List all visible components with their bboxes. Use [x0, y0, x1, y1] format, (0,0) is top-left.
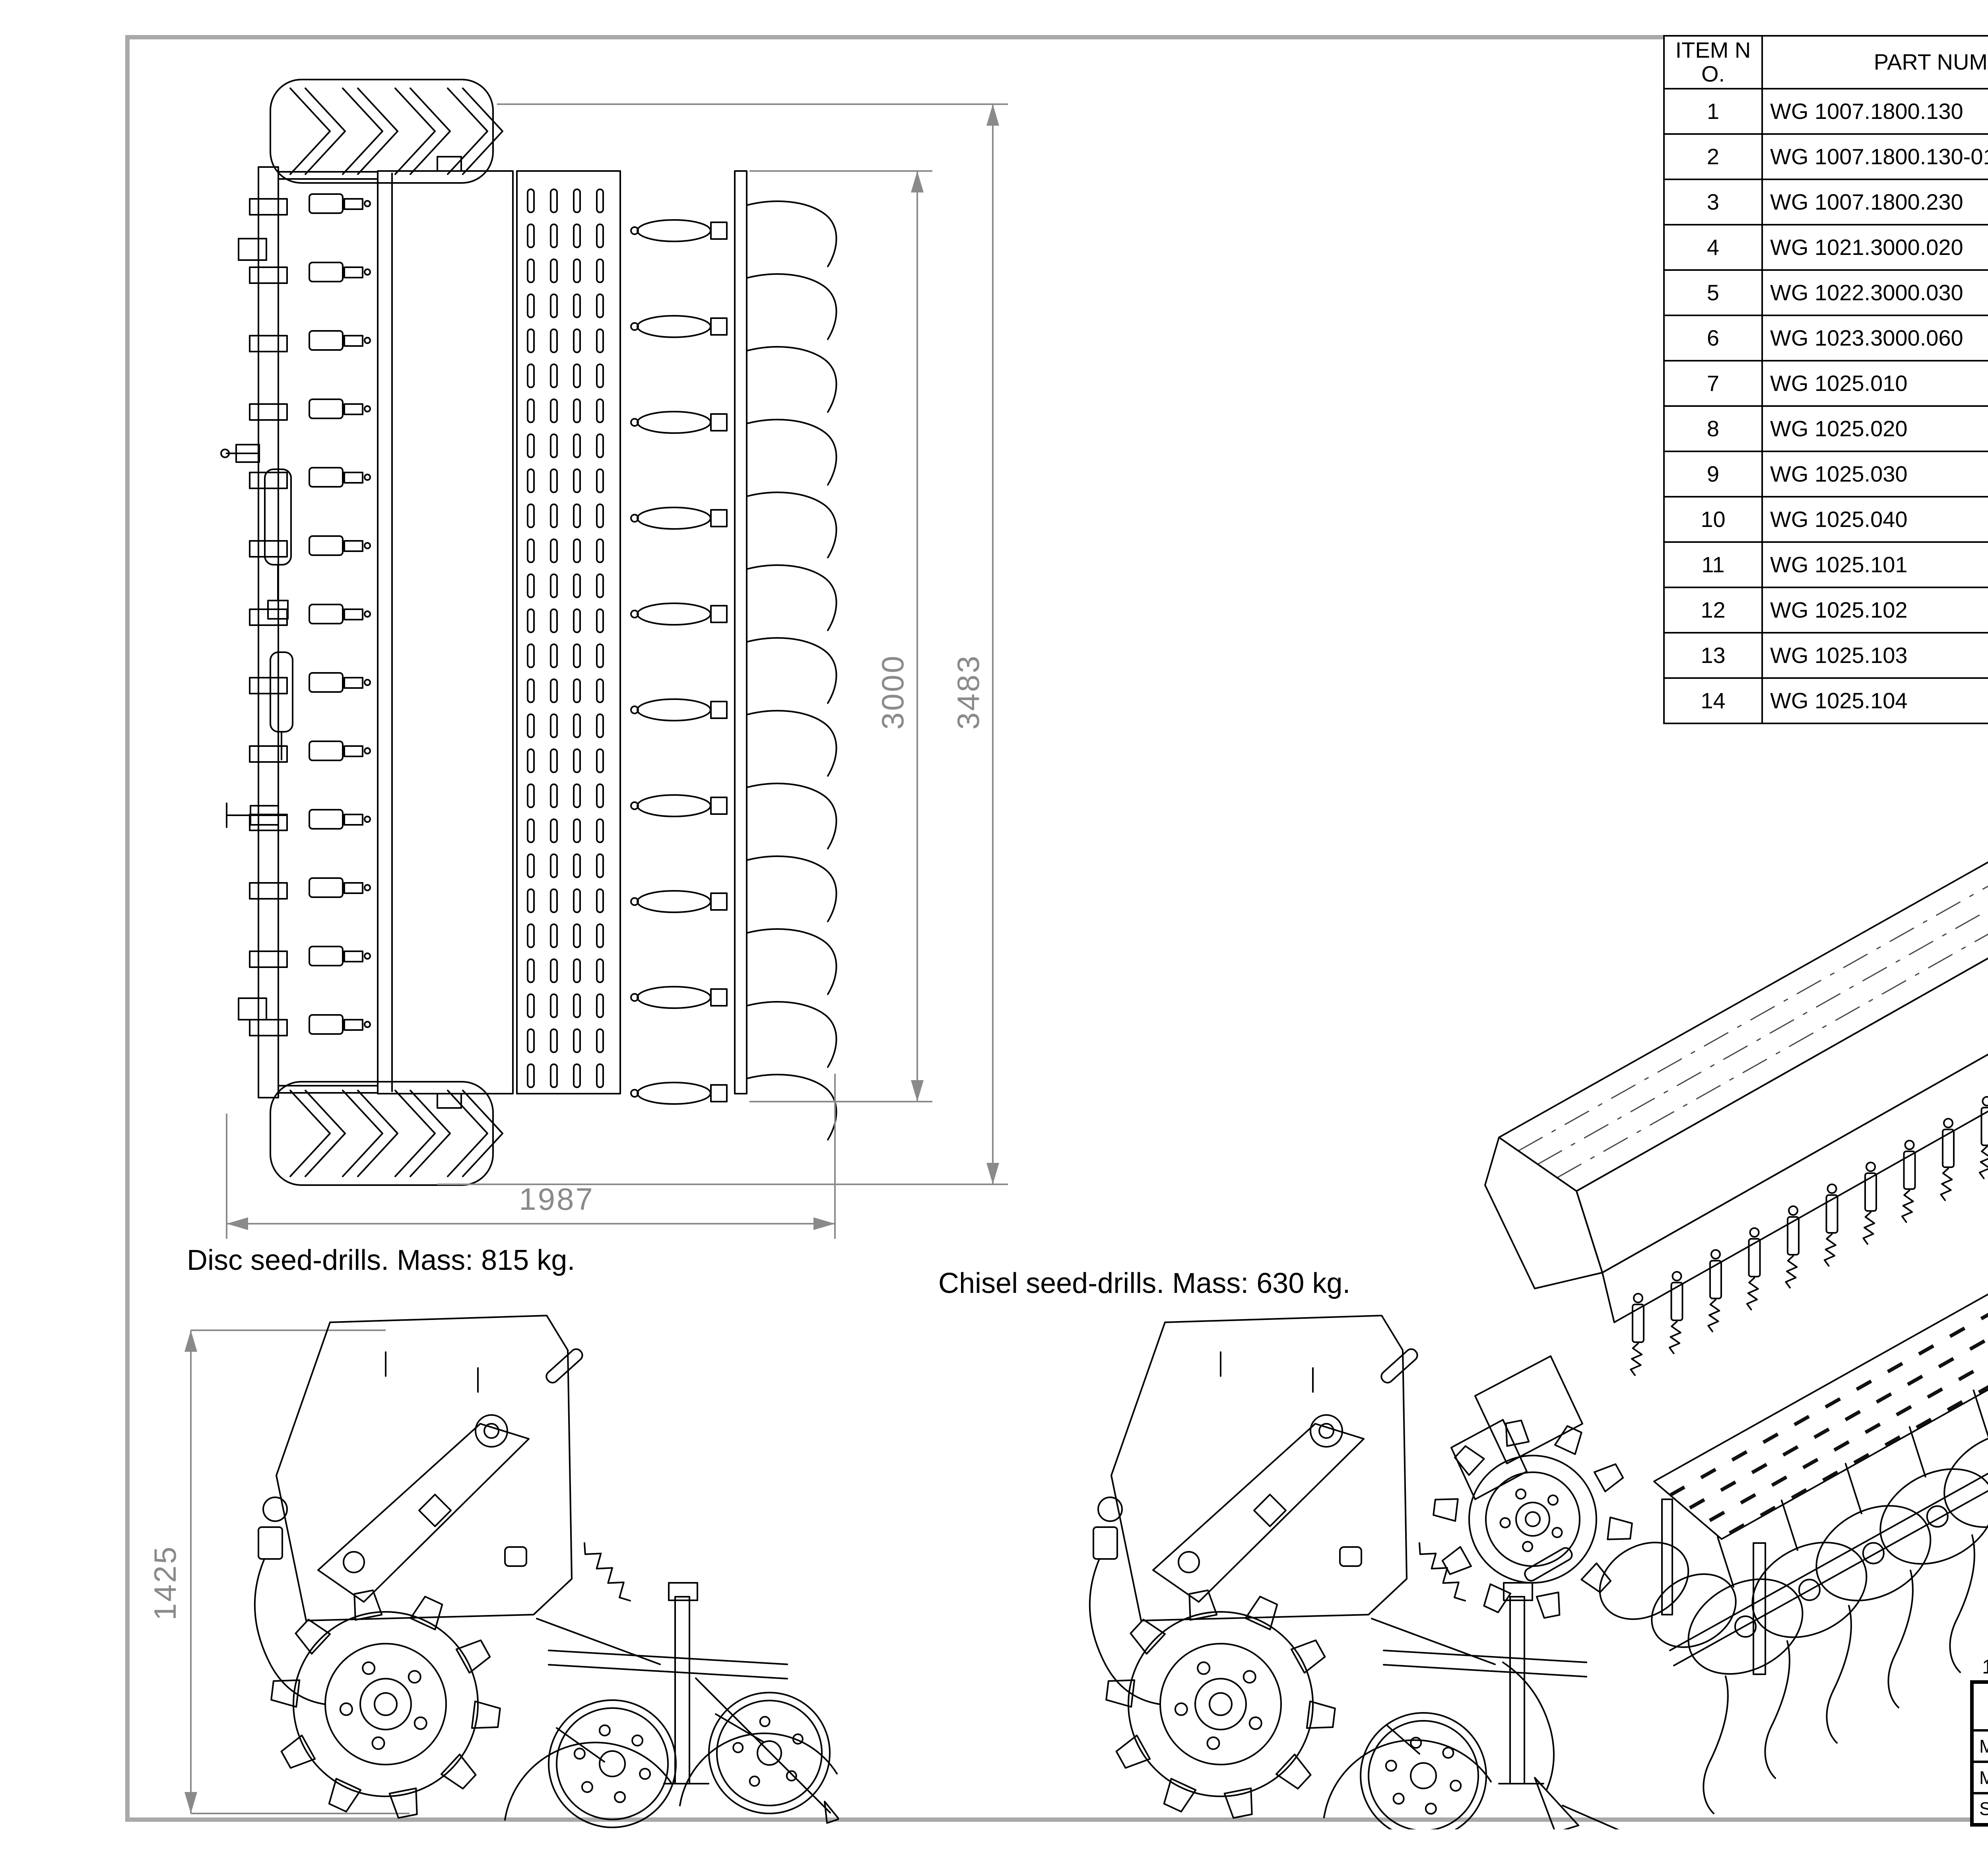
bom-header-row: ITEM NO. PART NUMBER DESCRIPTION Disc/QT… — [1663, 35, 1988, 89]
table-row: 8WG 1025.020Left variator1 — [1663, 405, 1988, 452]
table-row: 4WG 1021.3000.020Disc frame1 — [1663, 224, 1988, 271]
bom-cell-item: 7 — [1663, 360, 1763, 407]
sheet-border-frame — [125, 35, 1988, 1822]
bom-header-part: PART NUMBER — [1761, 35, 1988, 89]
table-row: 9WG 1025.030Protector1 — [1663, 450, 1988, 498]
bom-cell-item: 2 — [1663, 133, 1763, 180]
bom-cell-part: WG 1025.030 — [1761, 450, 1988, 498]
table-row: 6WG 1023.3000.060Board1 — [1663, 314, 1988, 362]
bom-body: 1WG 1007.1800.130Sowing mechanism102WG 1… — [1663, 87, 1988, 724]
bom-cell-item: 11 — [1663, 541, 1763, 588]
bom-header-item: ITEM NO. — [1663, 35, 1763, 89]
company-logo: Work Gadget — [1972, 1683, 1988, 1730]
scale-field: Scale: 1:20 — [1972, 1793, 1988, 1824]
table-row: 7WG 1025.010Right variator1 — [1663, 360, 1988, 407]
bom-cell-item: 1 — [1663, 87, 1763, 135]
table-row: 2WG 1007.1800.130-01Sowing mechanism10 — [1663, 133, 1988, 180]
general-note: 1. Possible dimensional deviations accor… — [1982, 1654, 1988, 1679]
bom-cell-item: 12 — [1663, 586, 1763, 634]
table-row: 5WG 1022.3000.030Cover1 — [1663, 269, 1988, 316]
bom-cell-part: WG 1007.1800.230 — [1761, 178, 1988, 225]
bom-cell-part: WG 1025.020 — [1761, 405, 1988, 452]
bom-cell-item: 14 — [1663, 677, 1763, 724]
bom-cell-part: WG 1025.010 — [1761, 360, 1988, 407]
bom-cell-item: 5 — [1663, 269, 1763, 316]
bom-cell-part: WG 1025.103 — [1761, 632, 1988, 679]
bom-cell-item: 10 — [1663, 496, 1763, 543]
bom-cell-part: WG 1025.101 — [1761, 541, 1988, 588]
bom-cell-part: WG 1007.1800.130-01 — [1761, 133, 1988, 180]
bom-cell-part: WG 1021.3000.020 — [1761, 224, 1988, 271]
disc-view-caption: Disc seed-drills. Mass: 815 kg. — [187, 1244, 575, 1276]
bom-cell-part: WG 1025.104 — [1761, 677, 1988, 724]
bom-cell-part: WG 1022.3000.030 — [1761, 269, 1988, 316]
table-row: 1WG 1007.1800.130Sowing mechanism10 — [1663, 87, 1988, 135]
bom-table: ITEM NO. PART NUMBER DESCRIPTION Disc/QT… — [1663, 35, 1988, 724]
bom-cell-item: 3 — [1663, 178, 1763, 225]
bom-cell-item: 4 — [1663, 224, 1763, 271]
table-row: 3WG 1007.1800.230Trail ripper2 — [1663, 178, 1988, 225]
mass-field: Mass: 810505.02, g. — [1972, 1730, 1988, 1762]
bom-cell-item: 13 — [1663, 632, 1763, 679]
bom-cell-item: 8 — [1663, 405, 1763, 452]
material-field: Material: — [1972, 1762, 1988, 1793]
bom-cell-item: 6 — [1663, 314, 1763, 362]
bom-cell-part: WG 1025.040 — [1761, 496, 1988, 543]
chisel-view-caption: Chisel seed-drills. Mass: 630 kg. — [938, 1267, 1351, 1299]
bom-cell-part: WG 1025.102 — [1761, 586, 1988, 634]
title-block: Work Gadget WG 1021.3000.000 Mass: 81050… — [1970, 1680, 1988, 1827]
bom-cell-part: WG 1007.1800.130 — [1761, 87, 1988, 135]
bom-cell-part: WG 1023.3000.060 — [1761, 314, 1988, 362]
bom-cell-item: 9 — [1663, 450, 1763, 498]
